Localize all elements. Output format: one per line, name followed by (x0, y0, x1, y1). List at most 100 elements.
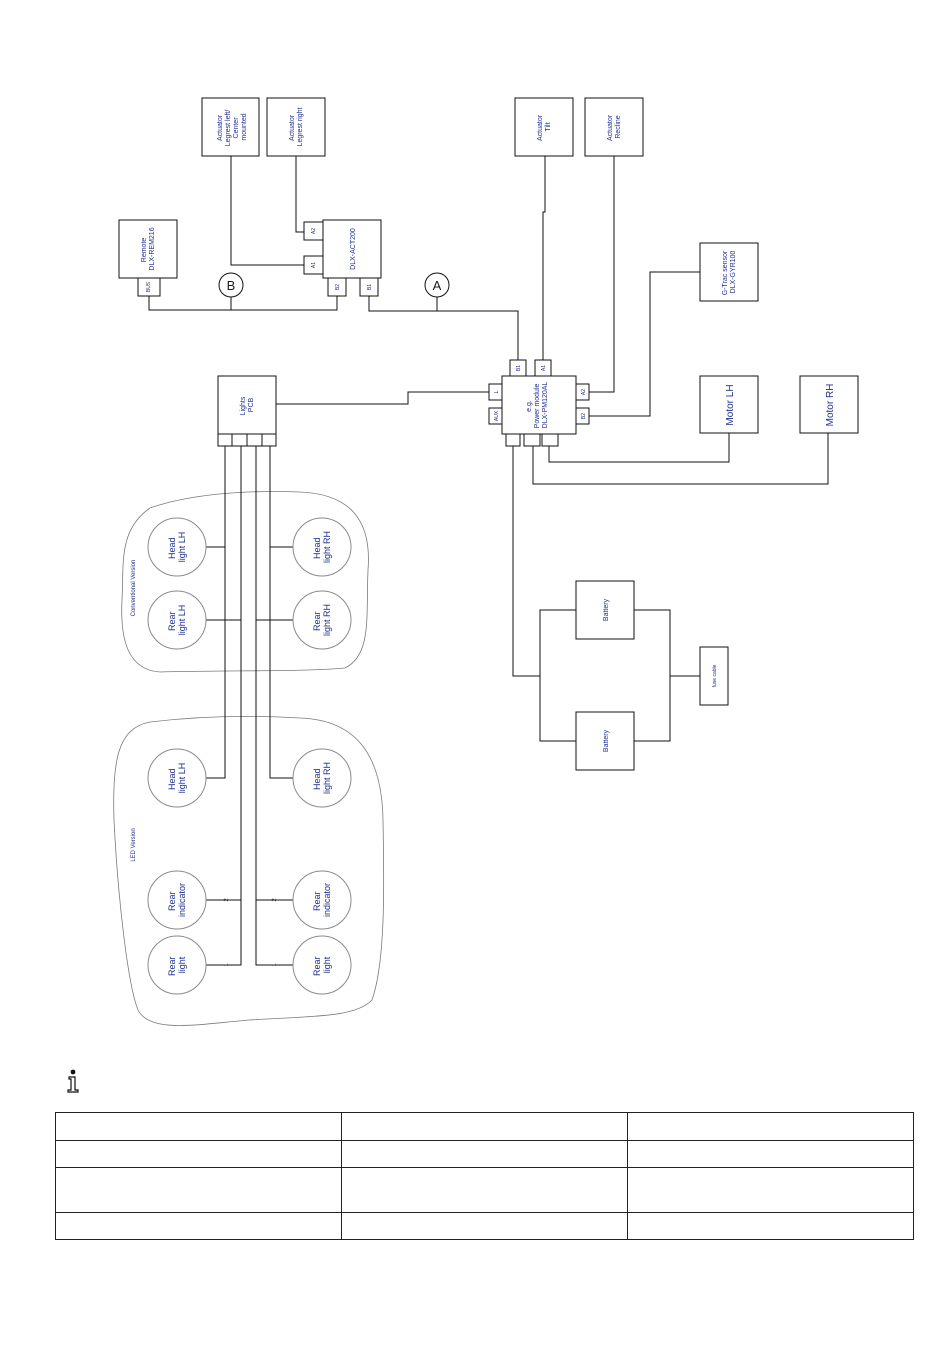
diagram-label-line: Recline (615, 115, 622, 138)
diagram-label-line: Rear (312, 612, 322, 632)
pin-rear-r: 1 (272, 963, 278, 967)
diagram-label-line: DLX-REM216 (149, 227, 156, 270)
act200-port-a1 (303, 255, 324, 275)
wire-bus-a (368, 290, 519, 360)
diagram-label-line: light LH (177, 532, 187, 563)
diagram-label: Lights PCB (240, 395, 255, 416)
conv-rear-light-rh (292, 590, 352, 650)
conventional-version-label: Conventional Version (131, 560, 137, 617)
led-version-outline (113, 715, 385, 1026)
wire-battery-minus (512, 446, 540, 677)
diagram-label-line: G-Trac sensor (722, 250, 729, 295)
wire-recline (576, 156, 615, 393)
wire-lamp-4 (269, 446, 295, 779)
diagram-label: Rear indicator (167, 883, 187, 917)
pin-ind-l: 2 (224, 898, 230, 902)
remote-bus-port (137, 277, 161, 297)
wire-lights-pcb (276, 391, 489, 405)
table-cell (627, 1112, 914, 1141)
led-rear-indicator-l (147, 870, 207, 930)
diagram-label-line: Actuator (537, 114, 544, 141)
diagram-label: BUS (146, 281, 152, 292)
act200-box (322, 219, 382, 279)
table-row (55, 1212, 914, 1240)
diagram-label-line: Rear (312, 892, 322, 912)
actuator-legrest-left-box (201, 97, 260, 157)
lights-pcb-port-3 (246, 433, 263, 447)
diagram-label: Rear light RH (312, 604, 332, 636)
conventional-version-outline (121, 491, 369, 673)
table-cell (341, 1112, 628, 1141)
table-cell (627, 1212, 914, 1240)
diagram-label-line: light LH (177, 763, 187, 794)
diagram-label-line: Head (312, 538, 322, 560)
lights-pcb-port-1 (217, 433, 233, 447)
wire-lamp-2 (205, 446, 242, 966)
act200-port-b2 (327, 277, 347, 297)
diagram-label-line: Lights (240, 396, 247, 415)
diagram-label-line: DLX-GYR100 (730, 250, 737, 293)
diagram-label-line: light (322, 956, 332, 973)
diagram-label-line: DLX-PM120AL (542, 382, 549, 429)
wire-lamp-1 (205, 446, 226, 779)
diagram-label: DLX-ACT200 (350, 228, 357, 270)
led-rear-indicator-r (292, 870, 352, 930)
info-icon (67, 1069, 79, 1093)
table-row (55, 1167, 914, 1213)
battery-bottom-box (575, 711, 635, 771)
table-cell (341, 1140, 628, 1168)
led-head-light-rh (292, 748, 352, 808)
gtrac-sensor-box (699, 242, 759, 302)
diagram-label: Remote DLX-REM216 (141, 227, 156, 270)
diagram-label: Head light RH (312, 531, 332, 563)
table-cell (627, 1140, 914, 1168)
diagram-label: A1 (311, 262, 317, 268)
diagram-label-line: Power module (534, 384, 541, 429)
diagram-label: e.g. Power module DLX-PM120AL (526, 382, 549, 429)
conv-rear-light-lh (147, 590, 207, 650)
diagram-label: AUX (494, 410, 500, 421)
diagram-label: B1 (367, 284, 373, 290)
table-row (55, 1112, 914, 1141)
diagram-label: Rear indicator (312, 883, 332, 917)
table-cell (341, 1167, 628, 1213)
diagram-label-line: Remote (141, 238, 148, 263)
led-head-light-lh (147, 748, 207, 808)
diagram-label: G-Trac sensor DLX-GYR100 (722, 249, 737, 295)
table-cell (55, 1212, 342, 1240)
diagram-label: Actuator Tilt (537, 113, 552, 141)
pm-port-motor-rh (523, 433, 541, 447)
pm-port-motor-lh (541, 433, 559, 447)
table-cell (55, 1112, 342, 1141)
diagram-label: Battery (603, 598, 610, 621)
actuator-legrest-right-box (266, 97, 326, 157)
act200-port-a2 (303, 221, 324, 241)
diagram-label: Head light LH (167, 532, 187, 563)
diagram-label-line: Head (312, 769, 322, 791)
wire-battery-loop-left (539, 609, 576, 742)
wire-tilt (542, 156, 546, 360)
diagram-label-line: Actuator (217, 114, 224, 141)
conv-head-light-rh (292, 517, 352, 577)
fuse-cable-box (699, 646, 729, 706)
diagram-label-line: Rear (167, 892, 177, 912)
diagram-label: L (494, 390, 500, 393)
diagram-label-line: light RH (322, 531, 332, 563)
diagram-label-line: Head (167, 538, 177, 560)
diagram-label-line: indicator (322, 883, 332, 917)
pm-port-b1 (509, 359, 527, 377)
diagram-label-line: mounted (241, 113, 248, 140)
pm-port-a2 (575, 383, 590, 401)
diagram-label: Rear light (312, 954, 332, 976)
diagram-label-line: Legrest left/ (225, 110, 232, 147)
diagram-label: Actuator Recline (607, 113, 622, 141)
motor-lh-box (699, 375, 759, 434)
diagram-label: Motor RH (825, 384, 836, 427)
diagram-label: Actuator Legrest right (289, 107, 304, 146)
pm-port-l (488, 383, 503, 401)
diagram-label: Rear light LH (167, 605, 187, 636)
actuator-tilt-box (514, 97, 574, 157)
led-rear-light-l (147, 935, 207, 995)
pin-rear-l: 1 (224, 963, 230, 967)
diagram-label: B (227, 278, 236, 293)
